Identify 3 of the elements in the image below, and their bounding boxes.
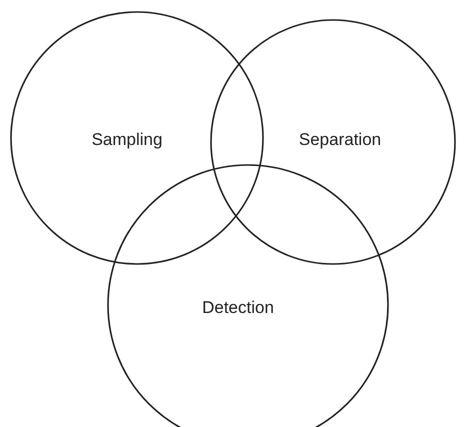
set-label: Separation [298,130,382,150]
set-label: Sampling [92,130,162,150]
set-label: Detection [202,298,274,318]
